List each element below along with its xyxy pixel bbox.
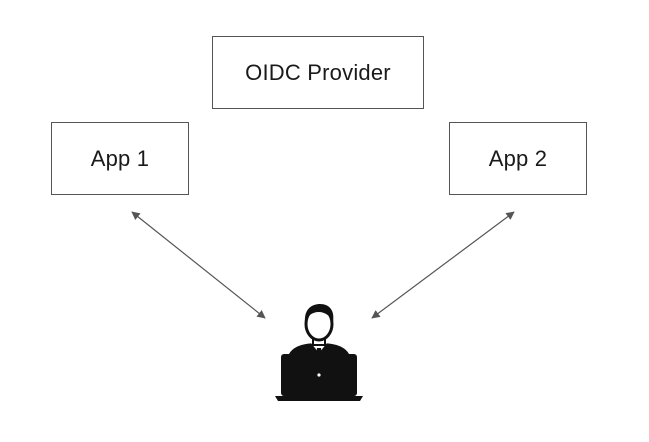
app2-node: App 2 <box>449 122 587 195</box>
oidc-provider-node: OIDC Provider <box>212 36 424 109</box>
app1-node: App 1 <box>51 122 189 195</box>
oidc-provider-label: OIDC Provider <box>245 59 391 85</box>
user-node <box>266 302 372 406</box>
edge-app1-user <box>131 211 266 319</box>
edge-app2-user <box>371 211 515 319</box>
user-at-laptop-icon <box>275 304 363 401</box>
app1-label: App 1 <box>90 145 150 171</box>
app2-label: App 2 <box>488 145 548 171</box>
